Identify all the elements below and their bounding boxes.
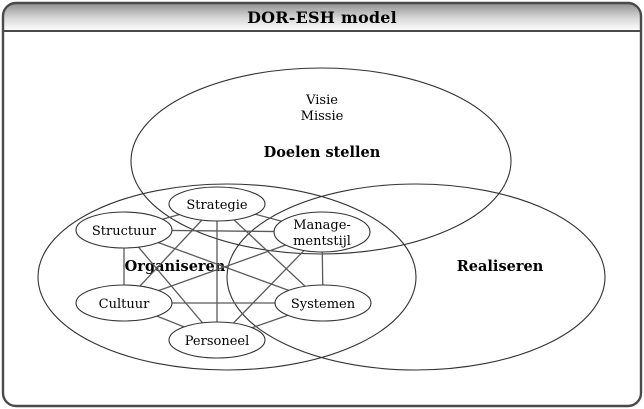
node-cultuur: Cultuur [75, 284, 173, 322]
node-structuur-ellipse [75, 211, 173, 249]
visie-text: Visie [305, 93, 338, 108]
node-managementstijl: Manage- mentstijl [273, 211, 371, 253]
region-organiseren-ellipse [37, 183, 417, 371]
node-managementstijl-label-line2: mentstijl [293, 234, 351, 249]
node-cultuur-ellipse [75, 284, 173, 322]
region-doelen-stellen-label: Doelen stellen [264, 144, 381, 161]
region-realiseren-ellipse [226, 183, 606, 371]
node-strategie-ellipse [168, 186, 266, 222]
titlebar-background [3, 3, 641, 31]
node-personeel-ellipse [168, 321, 266, 359]
edge-structuur-personeel [123, 229, 218, 341]
esh-nodes: Strategie Structuur Manage- mentstijl Cu… [75, 186, 372, 359]
node-strategie-label: Strategie [186, 198, 247, 213]
node-structuur: Structuur [75, 211, 173, 249]
node-structuur-label: Structuur [92, 224, 157, 239]
region-organiseren-label: Organiseren [125, 258, 226, 275]
missie-text: Missie [301, 109, 344, 124]
node-personeel-label: Personeel [185, 334, 250, 349]
node-managementstijl-ellipse [273, 211, 371, 253]
region-doelen-stellen-ellipse [130, 67, 512, 255]
window-title: DOR-ESH model [247, 8, 397, 27]
node-systemen-label: Systemen [291, 297, 356, 312]
region-realiseren-label: Realiseren [457, 258, 544, 275]
node-systemen: Systemen [274, 284, 372, 322]
node-managementstijl-label-line1: Manage- [293, 218, 351, 233]
node-cultuur-label: Cultuur [99, 297, 150, 312]
node-strategie: Strategie [168, 186, 266, 222]
node-personeel: Personeel [168, 321, 266, 359]
node-systemen-ellipse [274, 284, 372, 322]
